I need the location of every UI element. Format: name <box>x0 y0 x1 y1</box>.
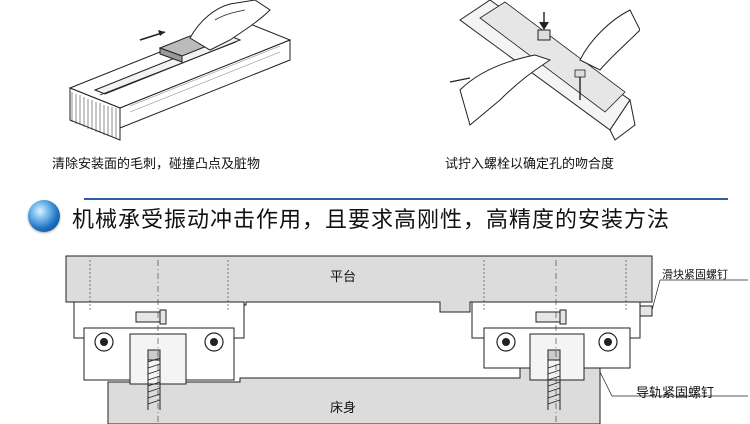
right-carriage <box>471 260 653 422</box>
blue-ball-bullet-icon <box>28 200 60 232</box>
slider-screw-label: 滑块紧固螺钉 <box>662 268 728 281</box>
heading-rule <box>84 198 728 200</box>
bolt-fit-illustration <box>449 0 640 141</box>
slider-screw-leader <box>651 279 661 311</box>
left-carriage <box>73 260 245 422</box>
platform-label: 平台 <box>330 270 357 285</box>
caption-right: 试拧入螺栓以确定孔的吻合度 <box>445 157 615 172</box>
section-heading: 机械承受振动冲击作用，且要求高刚性，高精度的安装方法 <box>28 190 728 238</box>
mounting-diagram <box>65 255 748 424</box>
rail-screw-label: 导轨紧固螺钉 <box>636 386 715 401</box>
bed-label: 床身 <box>330 401 357 416</box>
deburring-illustration <box>68 0 292 141</box>
rail-screw-leader <box>599 371 748 397</box>
heading-text: 机械承受振动冲击作用，且要求高刚性，高精度的安装方法 <box>72 208 671 233</box>
caption-left: 清除安装面的毛刺，碰撞凸点及脏物 <box>52 157 261 172</box>
